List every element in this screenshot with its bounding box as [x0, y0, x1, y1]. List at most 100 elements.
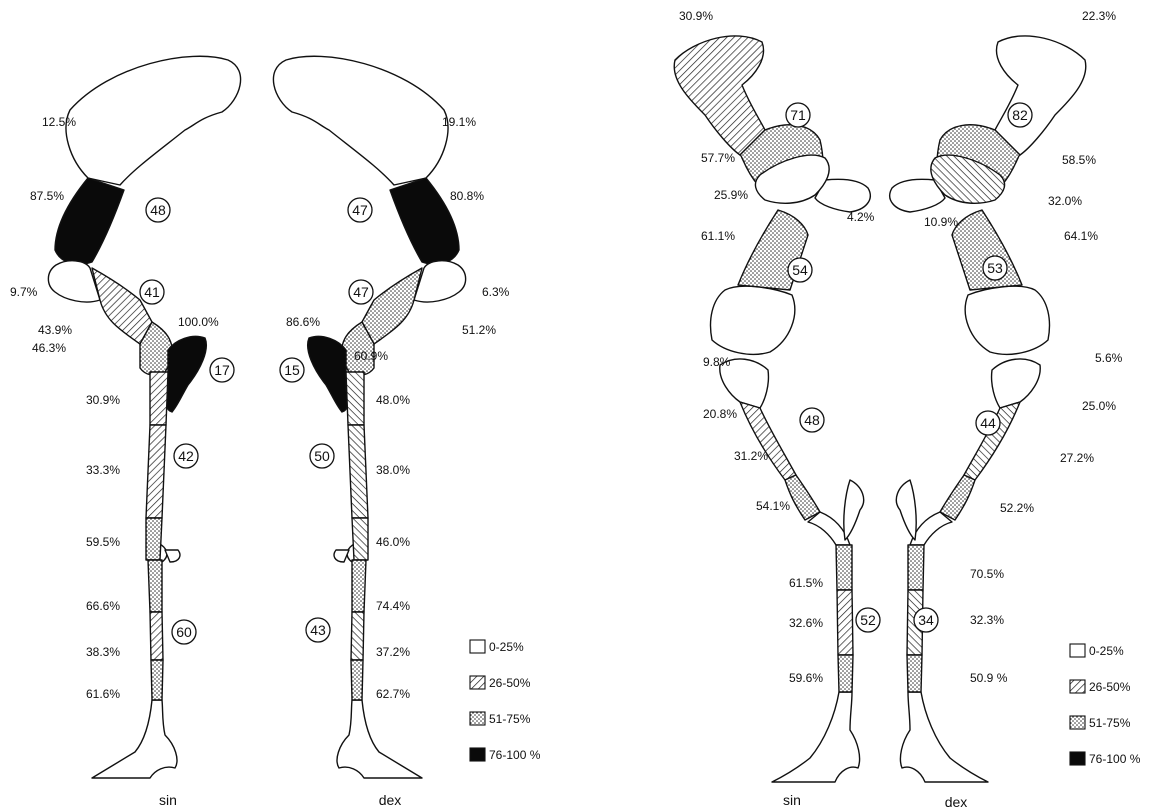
count-value: 17 [214, 362, 230, 378]
fore-sin-bone-fscap [65, 55, 242, 186]
hind-sin-pct-label: 4.2% [847, 210, 875, 224]
hind-sin-labels: 30.9%57.7%4.2%25.9%61.1%9.8%20.8%31.2%54… [679, 9, 875, 685]
fore-dex-labels: 19.1%80.8%6.3%51.2%60.9%86.6%48.0%38.0%4… [286, 115, 510, 701]
hind-sin-pct-label: 20.8% [703, 407, 737, 421]
hind-dex-bone-hischium [889, 178, 946, 213]
count-circle [305, 617, 331, 643]
hindlimb-dex-figure: 22.3%58.5%10.9%32.0%64.1%5.6%25.0%27.2%5… [889, 9, 1123, 783]
hind-dex-pct-label: 32.0% [1048, 194, 1082, 208]
hind-sin-pct-label: 30.9% [679, 9, 713, 23]
hind-dex-bones [889, 35, 1087, 783]
count-value: 53 [987, 260, 1003, 276]
side-label-hind-dex: dex [945, 794, 968, 810]
hind-sin-count-badge: 48 [799, 407, 825, 433]
hind-sin-pct-label: 9.8% [703, 355, 731, 369]
legend-item: 0-25% [469, 639, 524, 654]
hind-dex-bone-hfemShaft [951, 209, 1023, 291]
fore-sin-bone-fcan3 [150, 659, 164, 701]
count-circle [975, 410, 1001, 436]
legend-label: 0-25% [489, 640, 524, 654]
fore-sin-pct-label: 46.3% [32, 341, 66, 355]
hind-sin-bone-htibDist [784, 474, 821, 521]
fore-dex-pct-label: 51.2% [462, 323, 496, 337]
fore-dex-pct-label: 60.9% [354, 349, 388, 363]
hind-dex-bone-hstifle [964, 285, 1051, 355]
legend-label: 51-75% [489, 712, 531, 726]
count-value: 15 [284, 362, 300, 378]
hind-sin-bone-hstifle [709, 285, 796, 355]
hind-sin-bone-hfemHead [754, 154, 830, 204]
fore-sin-bone-fhumHead [47, 260, 101, 303]
side-label-fore-sin: sin [159, 792, 177, 808]
legend-item: 0-25% [1069, 643, 1124, 658]
hind-dex-pct-label: 32.3% [970, 613, 1004, 627]
legend-label: 0-25% [1089, 644, 1124, 658]
count-circle [309, 443, 335, 469]
fore-sin-outline-bone [164, 549, 181, 563]
legend-swatch [469, 711, 486, 726]
count-value: 42 [178, 448, 194, 464]
hind-dex-bone-hmt1 [907, 544, 925, 591]
hindlimb-sin-figure: 30.9%57.7%4.2%25.9%61.1%9.8%20.8%31.2%54… [673, 9, 881, 783]
fore-sin-bone-fhumShaft [91, 267, 153, 345]
fore-sin-bone-fcan1 [147, 559, 163, 613]
hind-dex-bone-hilium [994, 35, 1087, 156]
hind-dex-count-badge: 82 [1007, 102, 1033, 128]
fore-sin-pct-label: 12.5% [42, 115, 76, 129]
hind-dex-labels: 22.3%58.5%10.9%32.0%64.1%5.6%25.0%27.2%5… [924, 9, 1123, 685]
fore-dex-bone-frad2 [347, 424, 369, 519]
hind-dex-pct-label: 27.2% [1060, 451, 1094, 465]
count-circle [348, 279, 374, 305]
hind-sin-outline-bone [771, 691, 861, 783]
hind-sin-bone-hmt3 [837, 654, 854, 693]
fore-dex-bone-frad1 [345, 371, 365, 426]
hind-sin-count-badge: 52 [855, 607, 881, 633]
fore-sin-pct-label: 33.3% [86, 463, 120, 477]
fore-dex-bone-fhumHead [413, 260, 467, 303]
fore-dex-bone-fcan2 [350, 611, 365, 661]
hind-sin-bone-htibProx [719, 358, 770, 409]
legend-swatch [1069, 679, 1086, 694]
fore-sin-count-badge: 42 [173, 443, 199, 469]
fore-sin-pct-label: 66.6% [86, 599, 120, 613]
fore-dex-pct-label: 86.6% [286, 315, 320, 329]
fore-dex-pct-label: 74.4% [376, 599, 410, 613]
hind-sin-pct-label: 54.1% [756, 499, 790, 513]
hind-sin-count-badge: 54 [787, 257, 813, 283]
hind-dex-pct-label: 25.0% [1082, 399, 1116, 413]
legend-label: 26-50% [489, 676, 531, 690]
fore-sin-count-badge: 17 [209, 357, 235, 383]
fore-dex-bone-fscap [272, 55, 449, 186]
hind-dex-pct-label: 50.9 % [970, 671, 1008, 685]
legend-label: 76-100 % [489, 748, 541, 762]
count-circle [347, 197, 373, 223]
count-value: 41 [144, 284, 160, 300]
hind-sin-bones [673, 35, 871, 783]
fore-dex-outline-bone [336, 699, 423, 779]
fore-sin-pct-label: 61.6% [86, 687, 120, 701]
fore-sin-count-badge: 41 [139, 279, 165, 305]
hind-dex-pct-label: 52.2% [1000, 501, 1034, 515]
hind-dex-pct-label: 64.1% [1064, 229, 1098, 243]
fore-dex-pct-label: 62.7% [376, 687, 410, 701]
legend-item: 76-100 % [1069, 751, 1141, 766]
hind-sin-bone-hmt1 [835, 544, 853, 591]
hind-dex-count-badge: 34 [913, 607, 939, 633]
hind-dex-pct-label: 5.6% [1095, 351, 1123, 365]
count-circle [209, 357, 235, 383]
count-circle [139, 279, 165, 305]
legend-swatch [1069, 751, 1086, 766]
count-circle [787, 257, 813, 283]
hind-dex-bone-hmt3 [906, 654, 923, 693]
hind-dex-bone-hfemHead [930, 154, 1006, 204]
count-circle [799, 407, 825, 433]
fore-dex-bone-folec [307, 335, 349, 413]
count-value: 52 [860, 612, 876, 628]
fore-sin-pct-label: 59.5% [86, 535, 120, 549]
fore-dex-pct-label: 37.2% [376, 645, 410, 659]
fore-dex-count-badge: 47 [348, 279, 374, 305]
legend-item: 26-50% [469, 675, 531, 690]
hind-sin-pct-label: 31.2% [734, 449, 768, 463]
